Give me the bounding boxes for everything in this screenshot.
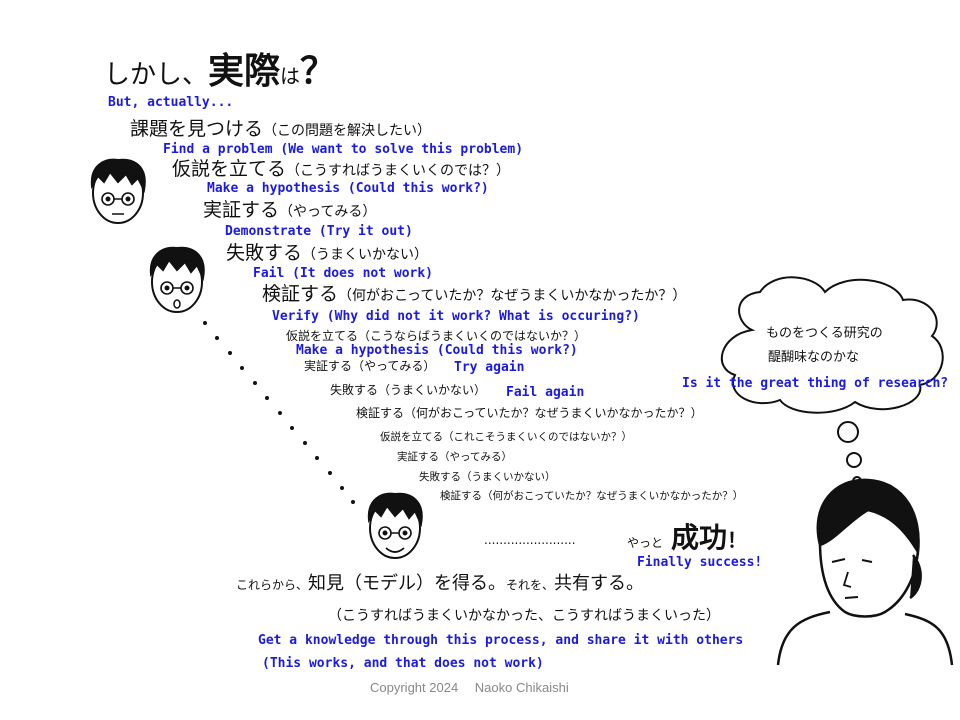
conclusion-note: （こうすればうまくいかなかった、こうすればうまくいった） [328,608,720,624]
conclusion-line: これらから、知見（モデル）を得る。それを、共有する。 [236,575,644,593]
conclusion-part4: 共有する。 [554,573,645,594]
step2-verify: 検証する（何がおこっていたか？なぜうまくいかなかったか？） [356,406,703,420]
conclusion-en-2: (This works, and that does not work) [262,656,544,671]
title-big: 実際 [208,51,281,92]
slide-title: しかし、実際は？ [104,54,336,90]
conclusion-part1: これらから、 [236,578,309,592]
success-en: Finally success! [637,555,763,570]
thought-line-2: 醍醐味なのかな [768,350,860,365]
success-line: やっと成功！ [627,524,747,552]
step2-hypothesis: 仮説を立てる（こうならばうまくいくのではないか？） [286,329,587,343]
step-main-text: 検証する [262,283,339,305]
thought-line-1: ものをつくる研究の [766,326,883,341]
step-verify-en: Verify (Why did not it work? What is occ… [272,309,640,324]
step2-hypothesis-en: Make a hypothesis (Could this work?) [296,343,578,358]
step-main-text: 課題を見つける [130,118,264,140]
conclusion-part3: それを、 [506,578,555,592]
success-dots: ........................ [484,533,576,547]
researcher-face-3-icon [367,492,423,559]
step2-try-again-en: Try again [454,360,525,375]
copyright: Copyright 2024 Naoko Chikaishi [370,680,569,695]
conclusion-en-1: Get a knowledge through this process, an… [258,633,744,648]
thinking-person-icon [776,478,954,666]
step2-demonstrate: 実証する（やってみる） [304,359,436,373]
step-demonstrate-en: Demonstrate (Try it out) [225,224,413,239]
step-fail: 失敗する（うまくいかない） [226,244,428,263]
title-particle: は [280,64,301,88]
step-note-text: （こうすればうまくいくのでは？） [286,163,511,179]
step2-fail: 失敗する（うまくいかない） [330,383,487,397]
step-note-text: （うまくいかない） [302,247,429,263]
success-prefix: やっと [627,536,664,550]
step3-fail: 失敗する（うまくいかない） [419,471,556,483]
thought-cloud-icon [720,276,944,486]
step-verify: 検証する（何がおこっていたか？なぜうまくいかなかったか？） [262,285,686,304]
step3-verify: 検証する（何がおこっていたか？なぜうまくいかなかったか？） [440,490,744,502]
title-prefix: しかし、 [104,60,209,90]
step-note-text: （この問題を解決したい） [263,123,432,139]
step3-demonstrate: 実証する（やってみる） [397,451,512,463]
step-main-text: 失敗する [226,242,303,264]
step-demonstrate: 実証する（やってみる） [203,201,376,220]
thought-en: Is it the great thing of research? [682,376,949,391]
step-hypothesis: 仮説を立てる（こうすればうまくいくのでは？） [172,160,510,179]
step-hypothesis-en: Make a hypothesis (Could this work?) [207,181,489,196]
step-note-text: （やってみる） [279,204,377,220]
success-mark: ！ [727,528,748,552]
step-main-text: 実証する [203,199,280,221]
title-question: ？ [300,51,337,92]
step-find-problem-en: Find a problem (We want to solve this pr… [163,142,524,157]
title-english: But, actually... [108,95,234,110]
researcher-face-2-icon [149,246,205,313]
success-word: 成功 [671,521,728,554]
step-note-text: （何がおこっていたか？なぜうまくいかなかったか？） [338,288,687,304]
researcher-face-1-icon [90,158,146,224]
conclusion-part2: 知見（モデル）を得る。 [308,573,507,594]
step2-fail-again-en: Fail again [506,385,585,400]
step3-hypothesis: 仮説を立てる（これこそうまくいくのではないか？） [380,431,632,443]
progress-dots [203,321,355,504]
step-fail-en: Fail (It does not work) [253,266,434,281]
step-find-problem: 課題を見つける（この問題を解決したい） [130,120,431,139]
step-main-text: 仮説を立てる [172,158,287,180]
